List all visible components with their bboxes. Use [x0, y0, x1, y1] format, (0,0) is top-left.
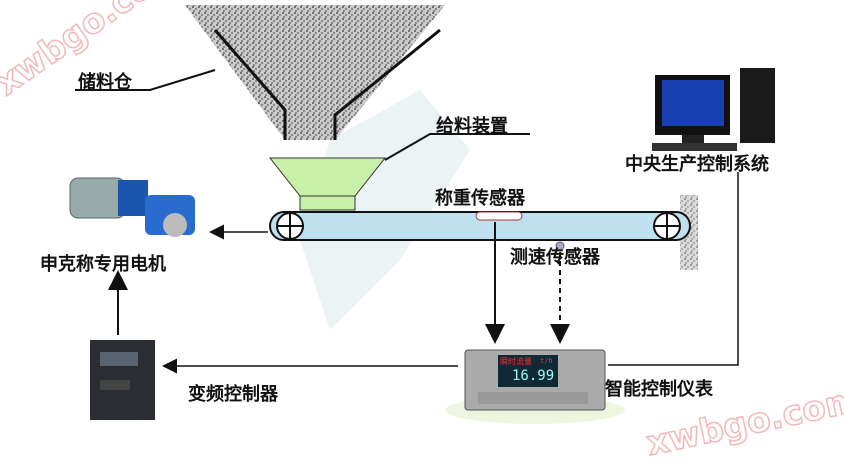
label-central-system: 中央生产控制系统	[625, 154, 769, 175]
display-title: 瞬时流量	[500, 357, 532, 366]
label-controller: 智能控制仪表	[605, 379, 713, 400]
display-value: 16.99	[512, 368, 555, 384]
label-motor: 申克称专用电机	[40, 254, 166, 275]
vfd-icon	[90, 340, 155, 420]
tail-pulley-icon	[653, 212, 681, 240]
display-unit: t/h	[540, 357, 553, 365]
weigh-sensor-icon	[475, 211, 523, 221]
label-speed-sensor: 测速传感器	[510, 247, 600, 268]
label-silo: 储料仓	[78, 72, 132, 93]
silo-hopper	[185, 5, 445, 140]
motor-icon	[69, 177, 195, 237]
computer-icon	[652, 68, 775, 151]
head-pulley-icon	[276, 212, 304, 240]
label-feeder: 给料装置	[436, 116, 508, 137]
background-logo	[300, 90, 470, 330]
speed-sensor-icon	[555, 241, 565, 251]
label-vfd: 变频控制器	[188, 384, 278, 405]
controller-icon	[464, 349, 606, 411]
label-weigh-sensor: 称重传感器	[435, 188, 525, 209]
